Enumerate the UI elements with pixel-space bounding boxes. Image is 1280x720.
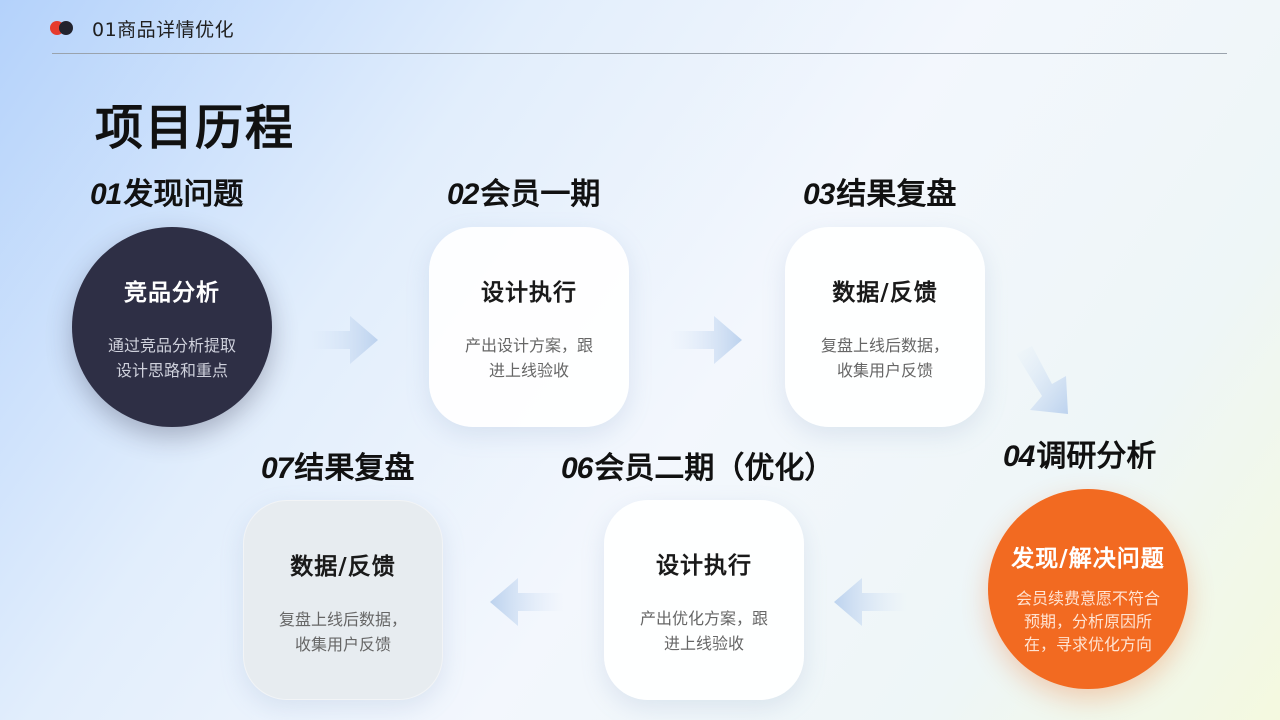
node-desc: 复盘上线后数据，收集用户反馈 bbox=[278, 610, 407, 654]
node-title: 设计执行 bbox=[656, 553, 752, 579]
arrow-right-icon bbox=[306, 316, 378, 364]
node-title: 数据/反馈 bbox=[290, 554, 396, 580]
logo-dots-icon bbox=[50, 19, 80, 37]
step-01-label: 01发现问题 bbox=[90, 177, 244, 212]
node-desc: 产出设计方案，跟进上线验收 bbox=[464, 336, 593, 380]
node-desc: 复盘上线后数据，收集用户反馈 bbox=[820, 336, 949, 380]
header-title: 01商品详情优化 bbox=[92, 18, 235, 41]
step-03-node: 数据/反馈 复盘上线后数据，收集用户反馈 bbox=[785, 227, 985, 427]
step-04-node: 发现/解决问题 会员续费意愿不符合预期，分析原因所在，寻求优化方向 bbox=[988, 489, 1188, 689]
step-06-label: 06会员二期（优化） bbox=[561, 451, 835, 486]
node-title: 数据/反馈 bbox=[832, 280, 938, 306]
node-title: 发现/解决问题 bbox=[1011, 546, 1165, 572]
step-03-label: 03结果复盘 bbox=[803, 177, 957, 212]
node-desc: 通过竞品分析提取设计思路和重点 bbox=[107, 336, 236, 380]
node-desc: 会员续费意愿不符合预期，分析原因所在，寻求优化方向 bbox=[1015, 589, 1160, 654]
step-07-label: 07结果复盘 bbox=[261, 451, 415, 486]
step-02-label: 02会员一期 bbox=[447, 177, 601, 212]
header: 01商品详情优化 bbox=[50, 14, 234, 42]
page-title: 项目历程 bbox=[95, 100, 296, 156]
step-07-node: 数据/反馈 复盘上线后数据，收集用户反馈 bbox=[243, 500, 443, 700]
node-desc: 产出优化方案，跟进上线验收 bbox=[639, 609, 768, 653]
step-02-node: 设计执行 产出设计方案，跟进上线验收 bbox=[429, 227, 629, 427]
arrow-down-right-icon bbox=[1016, 346, 1068, 414]
arrow-left-icon bbox=[490, 578, 564, 626]
step-06-node: 设计执行 产出优化方案，跟进上线验收 bbox=[604, 500, 804, 700]
header-divider bbox=[52, 53, 1227, 54]
step-04-label: 04调研分析 bbox=[1003, 439, 1157, 474]
node-title: 竞品分析 bbox=[124, 280, 220, 306]
node-title: 设计执行 bbox=[481, 280, 577, 306]
step-01-node: 竞品分析 通过竞品分析提取设计思路和重点 bbox=[72, 227, 272, 427]
arrow-right-icon bbox=[670, 316, 742, 364]
arrow-left-icon bbox=[834, 578, 908, 626]
